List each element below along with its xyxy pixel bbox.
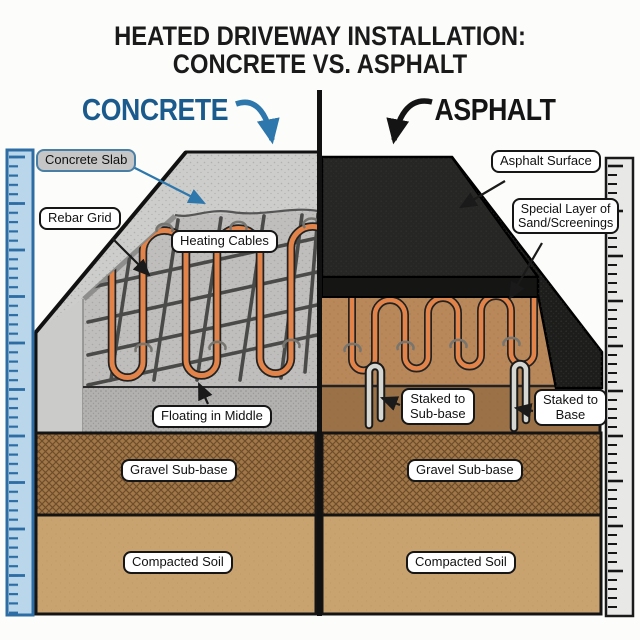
gravel-subbase-right — [320, 431, 603, 517]
concrete-slab-leader-icon — [132, 166, 206, 204]
staked-to-base-line1: Staked to — [543, 392, 598, 407]
heating-cables-label: Heating Cables — [171, 230, 278, 253]
slab-left-face — [36, 299, 83, 433]
concrete-cut-line — [174, 208, 319, 217]
floating-in-middle-label: Floating in Middle — [152, 405, 272, 428]
cable-clips-asphalt — [343, 336, 521, 353]
concrete-slab-label: Concrete Slab — [36, 149, 137, 172]
staked-to-subbase-label: Staked to Sub-base — [401, 388, 475, 426]
sand-screenings-label-line2: Sand/Screenings — [518, 216, 614, 230]
asphalt-section-heading: ASPHALT — [434, 92, 556, 127]
staked-subbase-leader-icon — [379, 396, 401, 411]
staked-to-subbase-line1: Staked to — [410, 391, 466, 406]
page-title-line-2: CONCRETE VS. ASPHALT — [172, 49, 468, 79]
staked-to-base-label: Staked to Base — [534, 389, 607, 427]
rebar-grid-leader-icon — [111, 237, 151, 277]
center-divider — [317, 90, 322, 616]
concrete-top-texture — [36, 152, 318, 332]
compacted-soil-label-right: Compacted Soil — [406, 551, 516, 574]
concrete-arrow-icon — [235, 99, 280, 145]
sand-layer-leader-icon — [508, 242, 543, 300]
staked-to-base-line2: Base — [555, 406, 586, 422]
cable-stakes — [364, 359, 531, 433]
asphalt-slab-shape — [320, 155, 604, 390]
floating-leader-icon — [197, 381, 213, 405]
compacted-soil-label-left: Compacted Soil — [123, 551, 233, 574]
asphalt-cross-section — [320, 155, 604, 616]
page-title-line-1: HEATED DRIVEWAY INSTALLATION: — [114, 21, 526, 51]
asphalt-arrow-icon — [386, 98, 433, 145]
sand-screenings-label-line1: Special Layer of — [520, 202, 611, 216]
staked-to-subbase-line2: Sub-base — [410, 405, 466, 421]
cable-clips-concrete — [134, 217, 321, 353]
leader-arrows — [111, 166, 543, 419]
rebar-grid-label: Rebar Grid — [39, 207, 121, 230]
sand-screenings-label: Special Layer of Sand/Screenings — [512, 198, 620, 234]
gravel-subbase-label-left: Gravel Sub-base — [121, 459, 237, 482]
staked-base-leader-icon — [513, 403, 534, 419]
asphalt-surface-label: Asphalt Surface — [491, 150, 601, 173]
left-ruler — [5, 148, 35, 617]
concrete-section-heading: CONCRETE — [81, 92, 229, 127]
right-ruler — [604, 156, 635, 618]
heating-cables-asphalt — [348, 286, 538, 375]
gravel-subbase-label-right: Gravel Sub-base — [407, 459, 523, 482]
asphalt-surface-leader-icon — [459, 180, 506, 209]
